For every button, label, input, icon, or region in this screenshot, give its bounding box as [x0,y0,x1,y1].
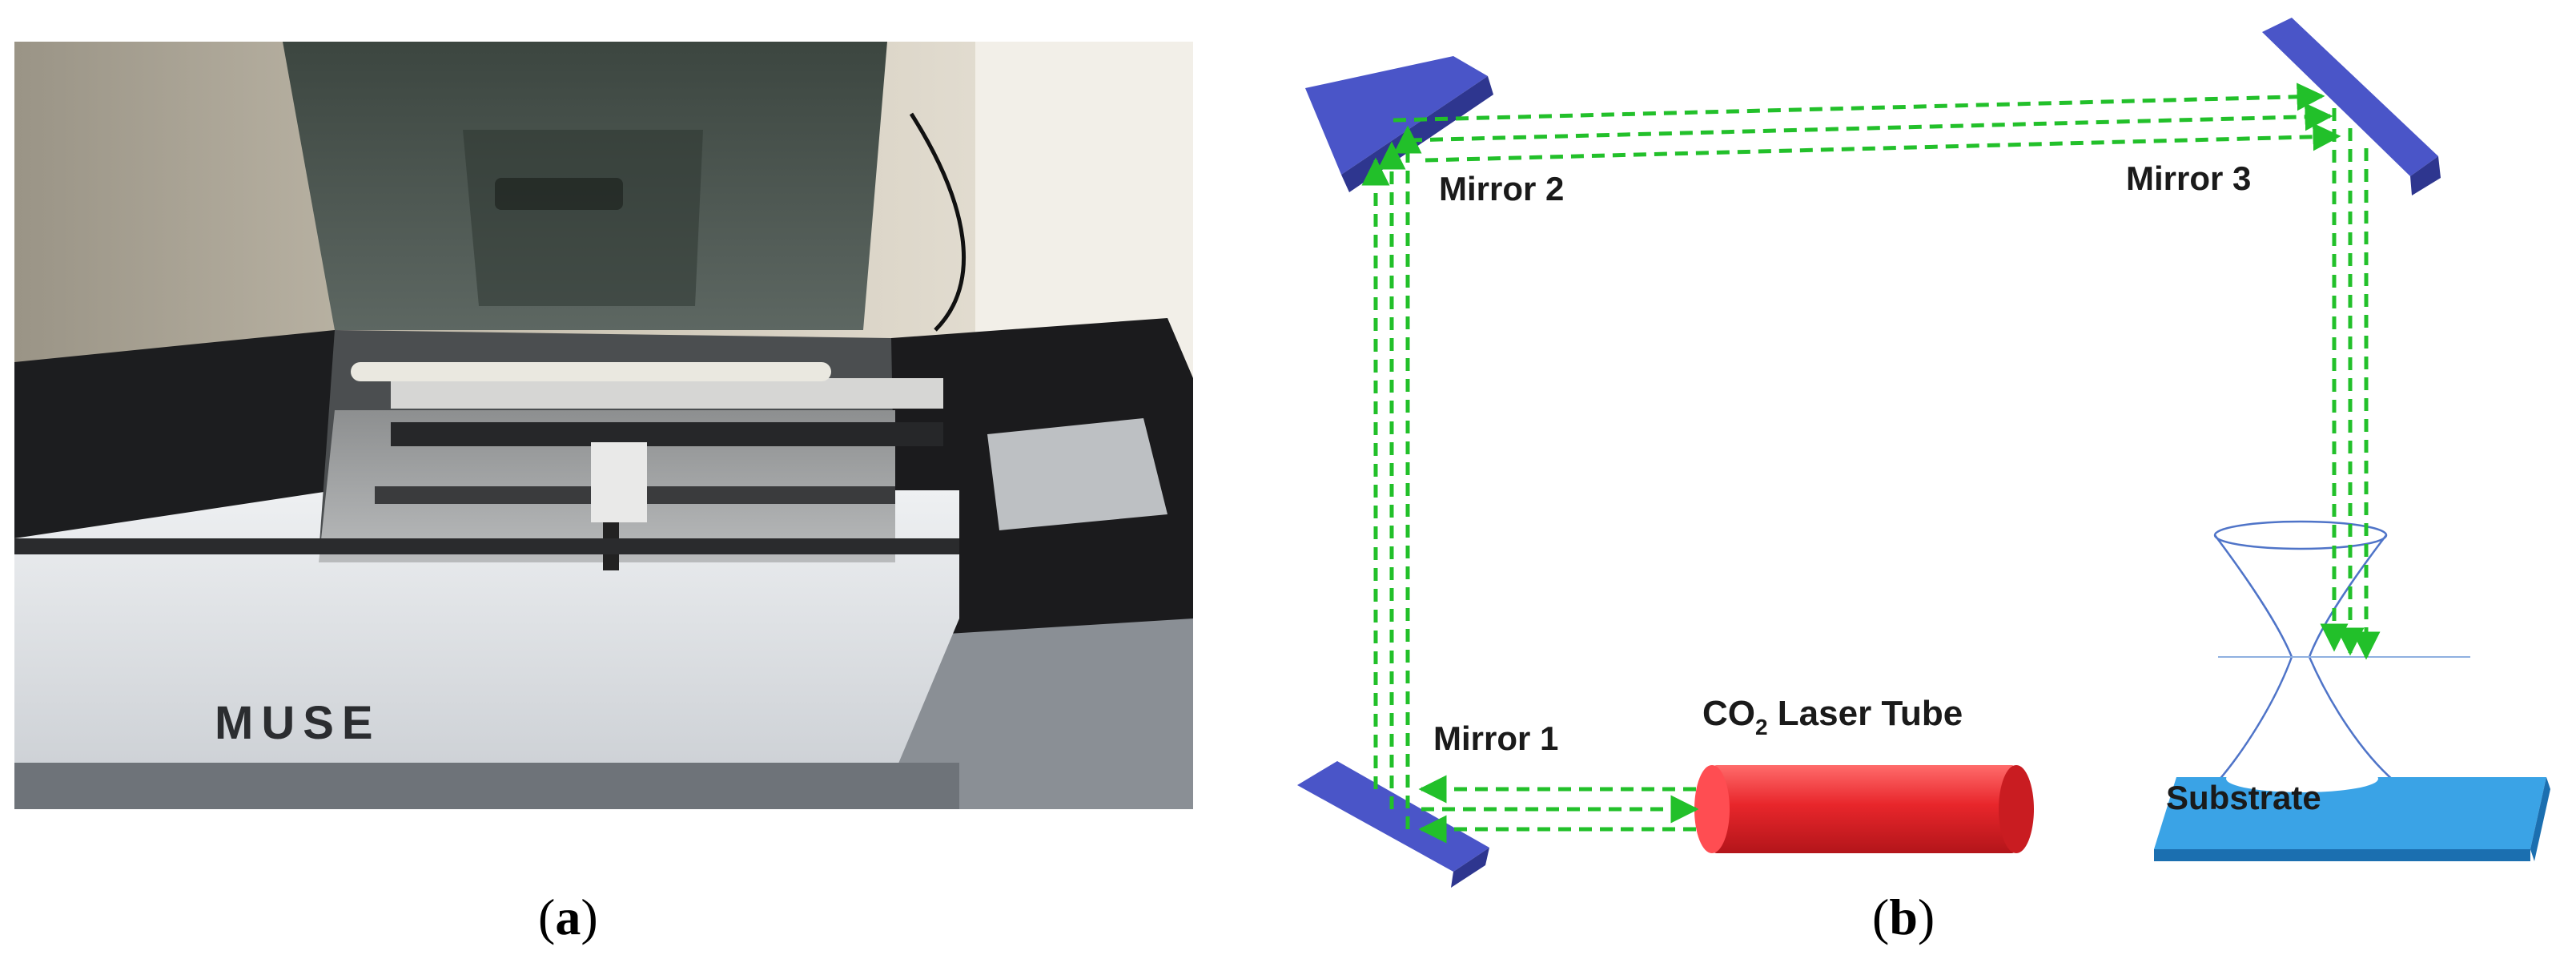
co2-laser-tube-label: CO2 Laser Tube [1702,694,1963,739]
mirror-3 [2262,18,2441,195]
mirror-1-label: Mirror 1 [1433,719,1558,757]
panel-a-caption: (a) [538,888,598,945]
substrate [2154,765,2550,861]
muse-logo: MUSE [215,697,381,749]
machine-body [14,490,959,809]
mirror-2-label: Mirror 2 [1439,170,1564,208]
substrate-label: Substrate [2166,779,2321,816]
mirror-1 [1297,761,1489,888]
co2-laser-tube [1694,765,2034,853]
laser-beam-path [1361,83,2381,844]
panel-b-caption: (b) [1872,888,1935,945]
laser-cutter-photo: MUSE [14,42,1193,809]
mirror-3-label: Mirror 3 [2126,159,2251,197]
focusing-lens [2213,520,2470,782]
